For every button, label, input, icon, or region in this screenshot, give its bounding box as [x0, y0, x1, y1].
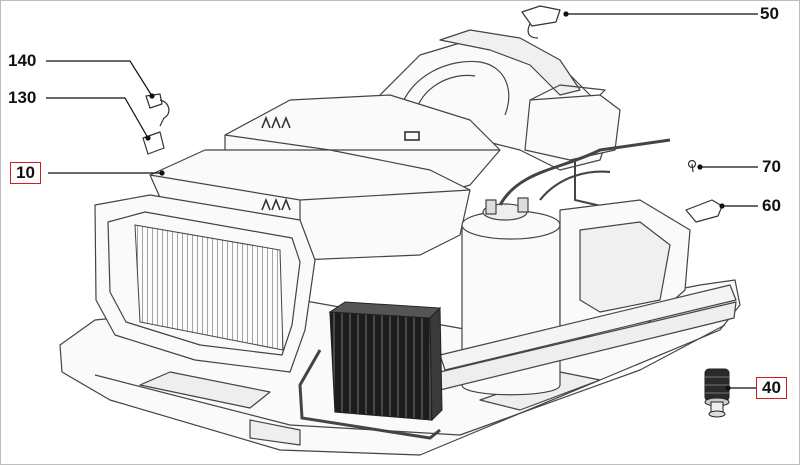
part-50-sensor [521, 5, 561, 27]
callout-50: 50 [760, 4, 779, 23]
evaporator-coil [329, 311, 433, 421]
callout-70: 70 [762, 157, 781, 176]
part-60-clip [685, 199, 723, 223]
callout-40: 40 [756, 377, 787, 399]
callout-10: 10 [10, 162, 41, 184]
callout-60: 60 [762, 196, 781, 215]
callout-130: 130 [8, 88, 37, 107]
part-40-filter [704, 368, 730, 418]
leader-lines [46, 11, 758, 391]
callout-140: 140 [8, 51, 37, 70]
condenser-grille [134, 224, 284, 351]
